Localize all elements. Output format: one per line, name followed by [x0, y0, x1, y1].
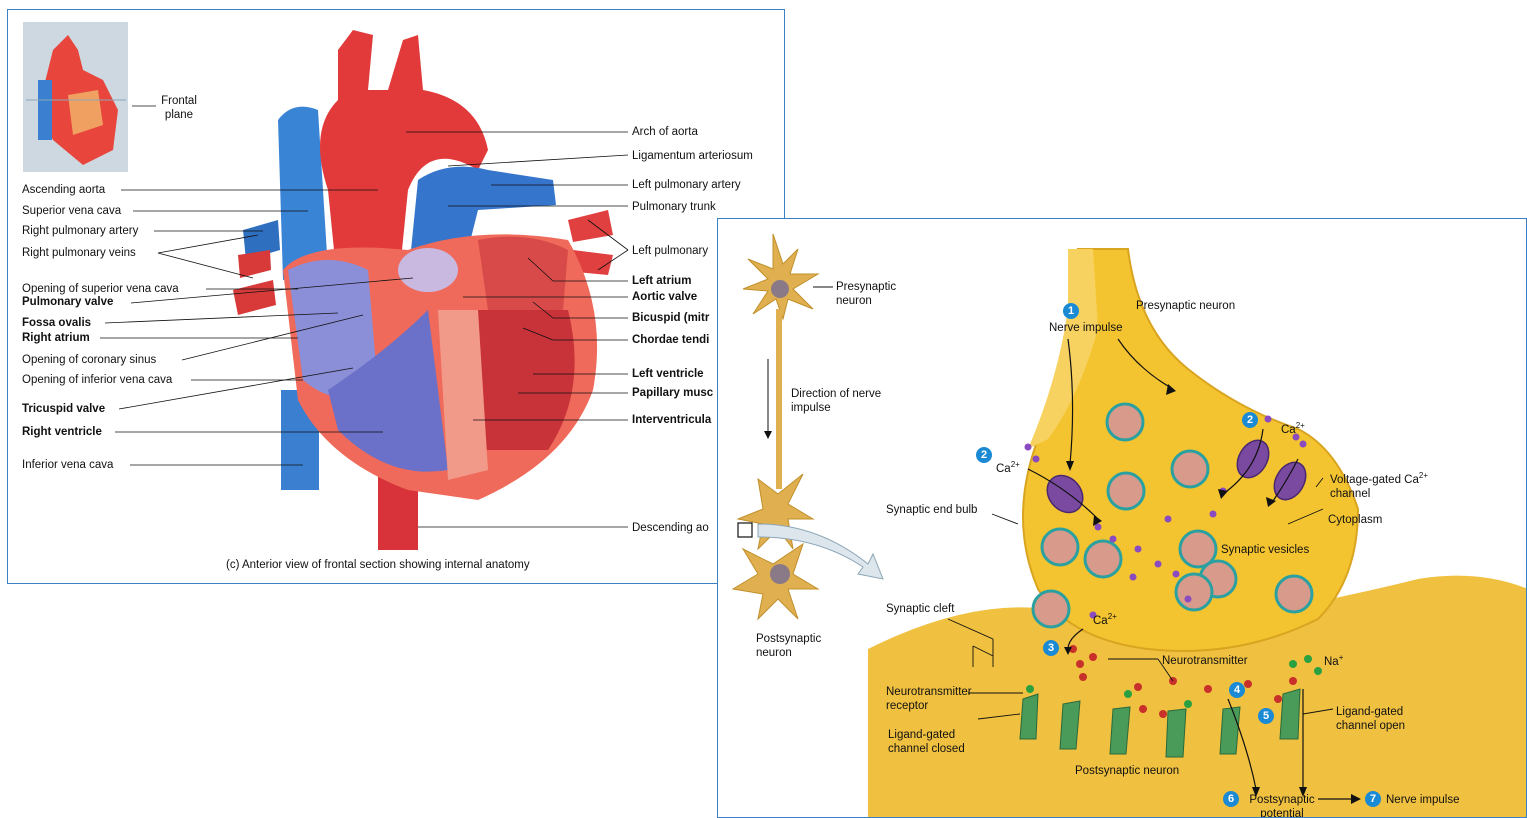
label-pulmonary-trunk: Pulmonary trunk	[632, 200, 716, 214]
label-opening-superior-vena-cava: Opening of superior vena cava	[22, 282, 179, 296]
label-papillary-muscle: Papillary musc	[632, 386, 713, 400]
label-arch-of-aorta: Arch of aorta	[632, 125, 698, 139]
presynaptic-neuron-small-label: Presynaptic neuron	[836, 280, 906, 308]
label-left-pulmonary-artery: Left pulmonary artery	[632, 178, 741, 192]
neurotransmitter-label: Neurotransmitter	[1162, 654, 1248, 668]
label-left-atrium: Left atrium	[632, 274, 691, 288]
nt-receptor-label: Neurotransmitter receptor	[886, 685, 966, 713]
label-interventricular-septum: Interventricula	[632, 413, 711, 427]
ca-label-right: Ca2+	[1281, 419, 1305, 437]
ca-label-left: Ca2+	[996, 458, 1020, 476]
ligand-open-label: Ligand-gated channel open	[1336, 705, 1426, 733]
label-ligamentum-arteriosum: Ligamentum arteriosum	[632, 149, 753, 163]
direction-label: Direction of nerve impulse	[791, 387, 886, 415]
step-6-badge: 6	[1223, 791, 1239, 807]
postsynaptic-neuron-small-label: Postsynaptic neuron	[756, 632, 831, 660]
step-4-badge: 4	[1229, 682, 1245, 698]
step-5-badge: 5	[1258, 708, 1274, 724]
heart-figure-panel: Frontal plane Ascending aorta Superior v…	[7, 9, 785, 584]
ligand-closed-label: Ligand-gated channel closed	[888, 728, 978, 756]
label-right-atrium: Right atrium	[22, 331, 90, 345]
synaptic-vesicles-label: Synaptic vesicles	[1221, 543, 1309, 557]
label-chordae-tendineae: Chordae tendi	[632, 333, 709, 347]
label-left-ventricle: Left ventricle	[632, 367, 704, 381]
heart-caption: (c) Anterior view of frontal section sho…	[226, 559, 530, 571]
synapse-figure-panel: Presynaptic neuron Direction of nerve im…	[717, 218, 1527, 818]
label-tricuspid-valve: Tricuspid valve	[22, 402, 105, 416]
presynaptic-neuron-label: Presynaptic neuron	[1136, 299, 1235, 313]
na-label: Na+	[1324, 651, 1343, 669]
label-left-pulmonary-veins: Left pulmonary	[632, 244, 708, 258]
postsynaptic-potential-label: Postsynaptic potential	[1242, 793, 1322, 818]
ca-label-lower: Ca2+	[1093, 610, 1117, 628]
cytoplasm-label: Cytoplasm	[1328, 513, 1382, 527]
postsynaptic-neuron-label: Postsynaptic neuron	[1075, 764, 1179, 778]
nerve-impulse-out-label: Nerve impulse	[1386, 793, 1460, 807]
label-right-ventricle: Right ventricle	[22, 425, 102, 439]
nerve-impulse-label: Nerve impulse	[1049, 321, 1123, 335]
step-1-badge: 1	[1063, 303, 1079, 319]
voltage-gated-label: Voltage-gated Ca2+channel	[1330, 469, 1428, 501]
step-2-badge-left: 2	[976, 447, 992, 463]
label-inferior-vena-cava: Inferior vena cava	[22, 458, 113, 472]
synaptic-cleft-label: Synaptic cleft	[886, 602, 954, 616]
synaptic-end-bulb-label: Synaptic end bulb	[886, 503, 977, 517]
step-3-badge: 3	[1043, 640, 1059, 656]
label-pulmonary-valve: Pulmonary valve	[22, 295, 113, 309]
label-aortic-valve: Aortic valve	[632, 290, 697, 304]
label-opening-coronary-sinus: Opening of coronary sinus	[22, 353, 156, 367]
label-fossa-ovalis: Fossa ovalis	[22, 316, 91, 330]
label-right-pulmonary-artery: Right pulmonary artery	[22, 224, 138, 238]
step-7-badge: 7	[1365, 791, 1381, 807]
frontal-plane-label: Frontal plane	[158, 94, 200, 122]
label-superior-vena-cava: Superior vena cava	[22, 204, 121, 218]
label-bicuspid-valve: Bicuspid (mitr	[632, 311, 709, 325]
label-opening-inferior-vena-cava: Opening of inferior vena cava	[22, 373, 172, 387]
label-ascending-aorta: Ascending aorta	[22, 183, 105, 197]
label-descending-aorta: Descending ao	[632, 521, 709, 535]
label-right-pulmonary-veins: Right pulmonary veins	[22, 246, 136, 260]
step-2-badge-right: 2	[1242, 412, 1258, 428]
